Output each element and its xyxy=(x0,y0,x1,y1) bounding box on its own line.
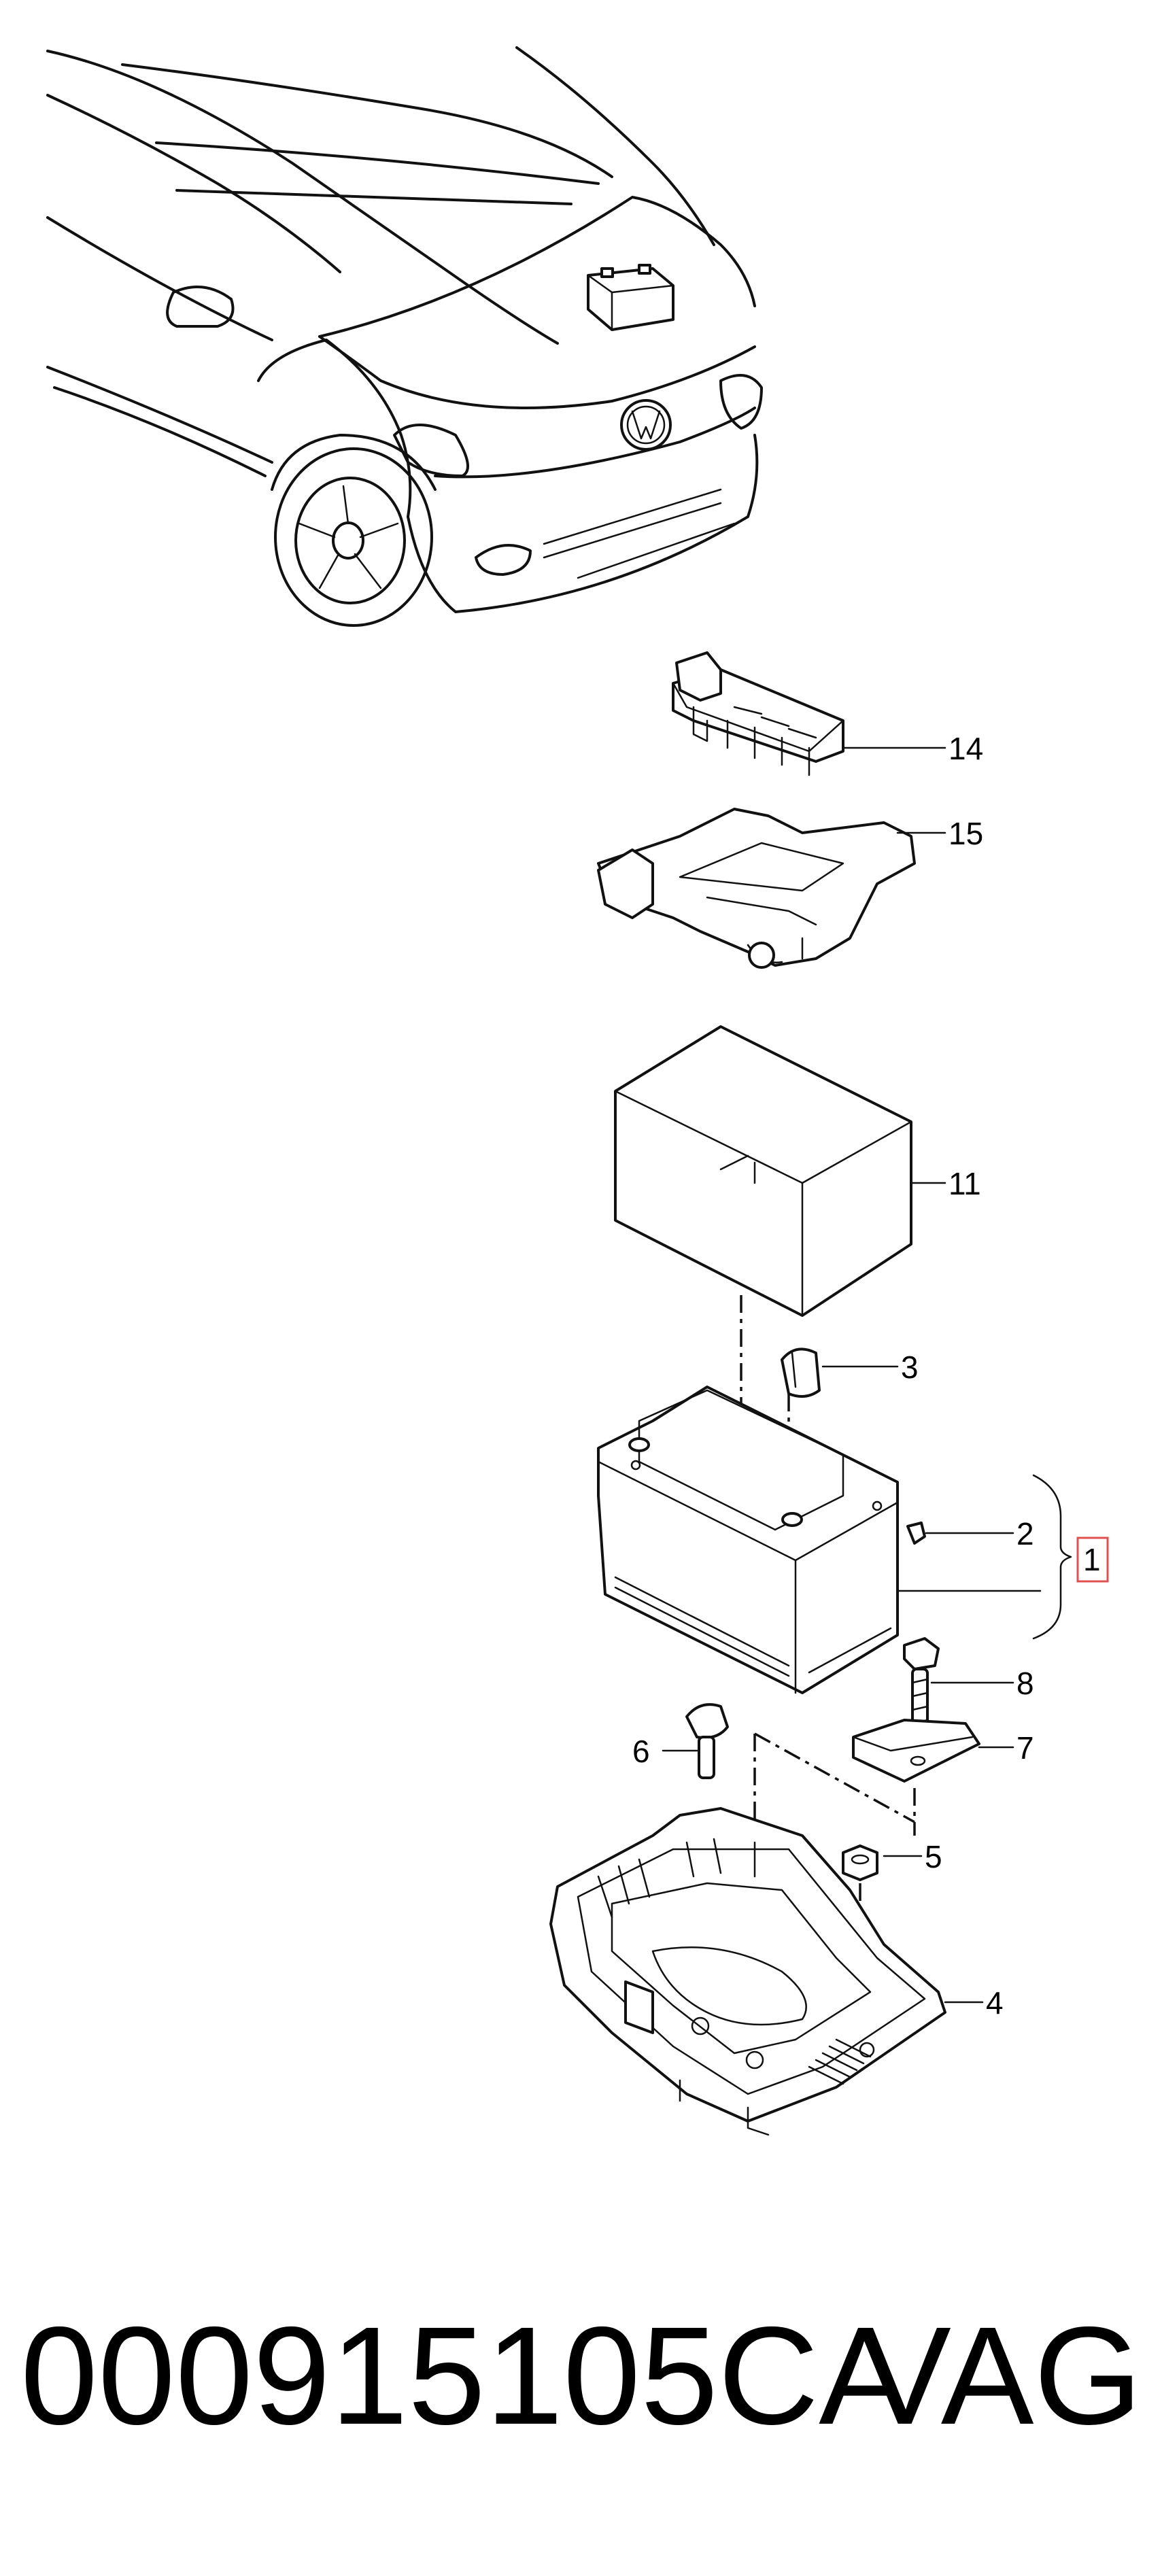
callout-2: 2 xyxy=(1016,1516,1034,1551)
callout-11: 11 xyxy=(949,1166,981,1201)
callout-labels: 14 15 11 3 2 1 8 7 6 5 4 xyxy=(632,731,1101,2021)
callout-6: 6 xyxy=(632,1734,650,1769)
callout-5: 5 xyxy=(925,1839,942,1874)
callout-7: 7 xyxy=(1016,1730,1034,1766)
callout-8: 8 xyxy=(1016,1666,1034,1701)
car-illustration xyxy=(46,46,763,627)
battery-icon xyxy=(587,264,674,331)
part-number: 000915105CA xyxy=(20,2298,912,2454)
part-3-terminal-cap xyxy=(781,1347,899,1398)
part-6-bolt xyxy=(662,1703,729,1779)
callout-3: 3 xyxy=(901,1350,919,1385)
part-15-bracket xyxy=(597,808,946,969)
part-4-battery-tray xyxy=(549,1807,984,2136)
bracket-1 xyxy=(1032,1474,1109,1640)
part-2-vent-plug xyxy=(906,1522,1014,1545)
part-1-battery xyxy=(597,1386,1042,1694)
callout-1: 1 xyxy=(1083,1542,1101,1577)
part-11-insulation-box xyxy=(614,1025,946,1317)
brand-name: VAG xyxy=(858,2298,1142,2454)
callout-14: 14 xyxy=(949,731,983,766)
part-5-nut xyxy=(842,1844,923,1881)
footer: 000915105CA VAG xyxy=(20,2288,1142,2465)
part-14-fuse-holder xyxy=(672,651,946,776)
part-7-clamp xyxy=(852,1719,1014,1783)
callout-4: 4 xyxy=(986,1985,1004,2021)
callout-1-highlight-box xyxy=(1076,1536,1109,1583)
callout-15: 15 xyxy=(949,816,983,851)
